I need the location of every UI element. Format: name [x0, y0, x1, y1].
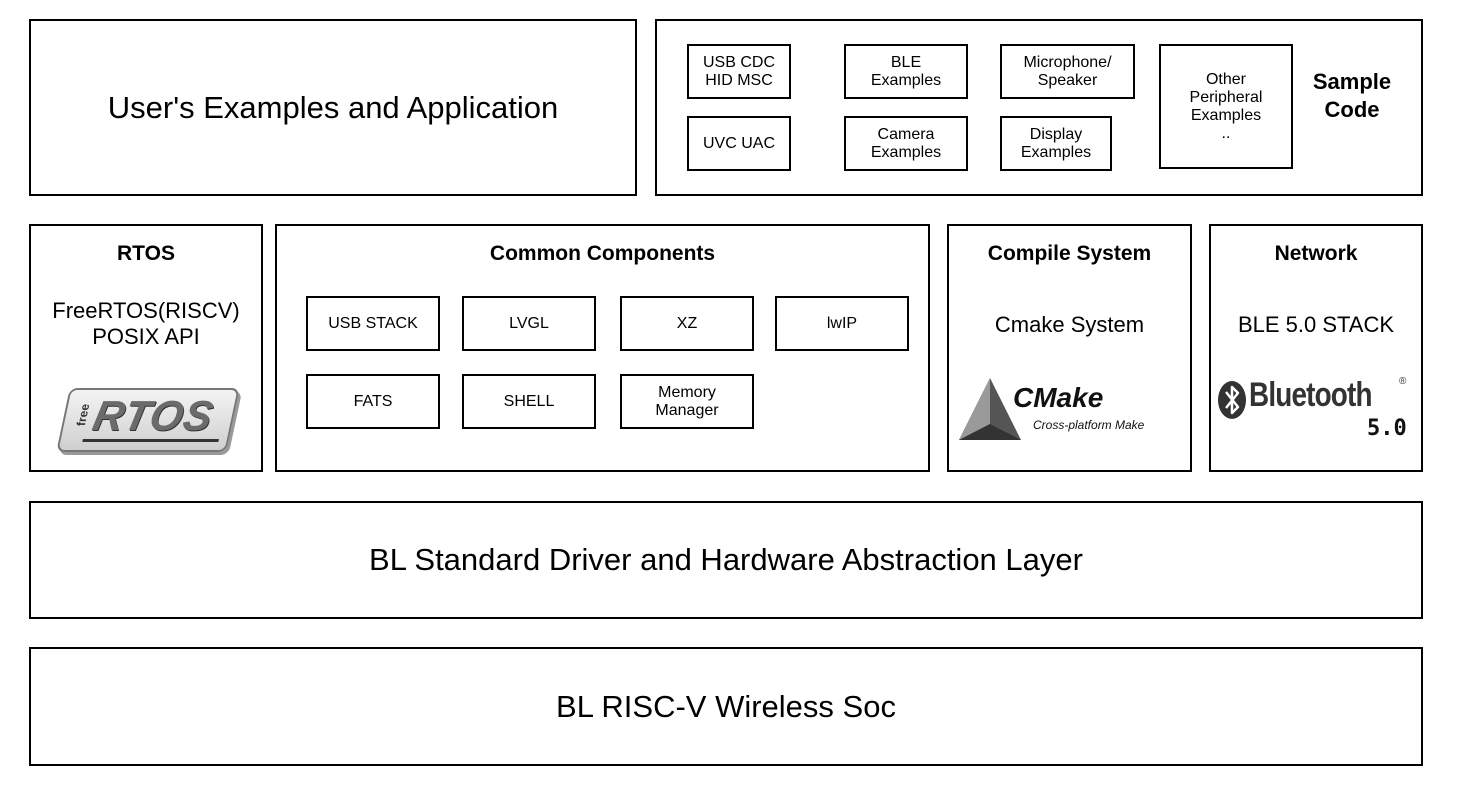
- component-fats: FATS: [306, 374, 440, 429]
- bluetooth-logo-reg: ®: [1399, 376, 1407, 387]
- cmake-logo-text: CMake: [1013, 382, 1104, 413]
- rtos-body: FreeRTOS(RISCV) POSIX API: [52, 298, 240, 349]
- compile-system-box: Compile System Cmake System CMake Cross-…: [947, 224, 1192, 472]
- component-lwip: lwIP: [775, 296, 909, 351]
- driver-layer-box: BL Standard Driver and Hardware Abstract…: [29, 501, 1423, 619]
- rtos-box: RTOS FreeRTOS(RISCV) POSIX API free RTOS: [29, 224, 263, 472]
- network-title: Network: [1274, 242, 1358, 265]
- component-xz: XZ: [620, 296, 754, 351]
- sample-other-peripheral-examples: Other Peripheral Examples ..: [1159, 44, 1293, 169]
- sample-microphone-speaker: Microphone/ Speaker: [1000, 44, 1135, 99]
- component-shell: SHELL: [462, 374, 596, 429]
- soc-layer-label: BL RISC-V Wireless Soc: [556, 688, 896, 724]
- user-examples-label: User's Examples and Application: [107, 89, 559, 125]
- rtos-title: RTOS: [117, 242, 175, 265]
- freertos-logo-small: free: [73, 403, 93, 426]
- compile-system-body: Cmake System: [994, 312, 1145, 337]
- soc-layer-box: BL RISC-V Wireless Soc: [29, 647, 1423, 766]
- component-memory-manager: Memory Manager: [620, 374, 754, 429]
- bluetooth-logo-text: Bluetooth: [1249, 376, 1373, 414]
- cmake-logo: CMake Cross-platform Make: [957, 376, 1185, 446]
- cmake-logo-sub: Cross-platform Make: [1033, 418, 1145, 432]
- network-box: Network BLE 5.0 STACK Bluetooth ® 5.0: [1209, 224, 1423, 472]
- cmake-triangle-icon: [959, 378, 1021, 440]
- sample-code-title: Sample Code: [1312, 69, 1392, 122]
- component-lvgl: LVGL: [462, 296, 596, 351]
- sample-usb-cdc-hid-msc: USB CDC HID MSC: [687, 44, 791, 99]
- bluetooth-rune-icon: [1218, 381, 1246, 419]
- sample-ble-examples: BLE Examples: [844, 44, 968, 99]
- freertos-logo: free RTOS: [56, 388, 240, 452]
- component-usb-stack: USB STACK: [306, 296, 440, 351]
- network-body: BLE 5.0 STACK: [1237, 312, 1395, 337]
- freertos-logo-text: RTOS: [88, 392, 219, 439]
- sample-display-examples: Display Examples: [1000, 116, 1112, 171]
- sample-camera-examples: Camera Examples: [844, 116, 968, 171]
- freertos-logo-underline: [82, 439, 219, 442]
- bluetooth-logo: Bluetooth ® 5.0: [1217, 376, 1417, 452]
- common-components-title: Common Components: [489, 242, 716, 265]
- sample-uvc-uac: UVC UAC: [687, 116, 791, 171]
- user-examples-box: User's Examples and Application: [29, 19, 637, 196]
- bluetooth-logo-version: 5.0: [1367, 416, 1407, 441]
- driver-layer-label: BL Standard Driver and Hardware Abstract…: [369, 542, 1083, 577]
- common-components-box: Common Components USB STACK LVGL XZ lwIP…: [275, 224, 930, 472]
- compile-system-title: Compile System: [987, 242, 1152, 265]
- sample-code-box: USB CDC HID MSC BLE Examples Microphone/…: [655, 19, 1423, 196]
